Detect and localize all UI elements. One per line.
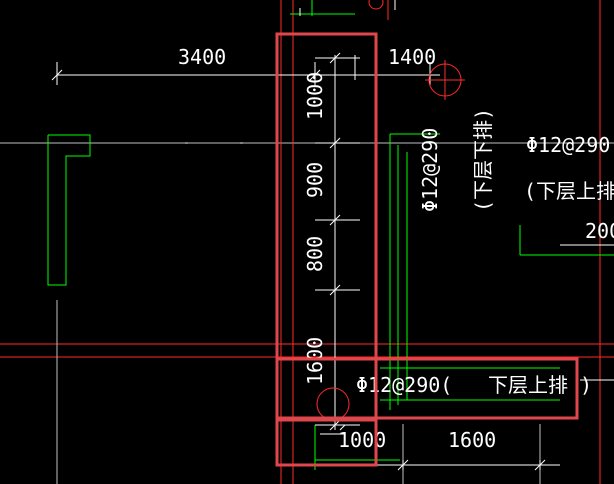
dim-900-vertical: 900 — [303, 162, 327, 198]
dim-1400: 1400 — [388, 45, 436, 69]
rebar-label-vertical: Φ12@290 — [418, 128, 442, 212]
rebar-note-vertical: (下层下排) — [471, 108, 495, 212]
rebar-label-bottom: Φ12@290( — [356, 373, 452, 397]
green-outlines — [47, 0, 614, 470]
column-outline-left — [47, 134, 91, 286]
rebar-note-right: (下层上排 — [524, 179, 614, 203]
dim-3400: 3400 — [178, 45, 226, 69]
dim-800-vertical: 800 — [303, 236, 327, 272]
highlight-boxes — [275, 32, 579, 467]
column-marker-partial — [368, 0, 384, 10]
dim-200-right: 200 — [585, 219, 614, 243]
dimension-texts: 3400 1400 1000 900 800 1600 1000 1600 20… — [178, 45, 614, 452]
column-marker-bottom — [316, 387, 350, 421]
dim-1600-vertical: 1600 — [303, 337, 327, 385]
rebar-annotations: Φ12@290 (下层下排) Φ12@290 (下层上排 Φ12@290( 下层… — [356, 108, 614, 397]
dim-1600-bottom: 1600 — [448, 428, 496, 452]
highlight-box-horizontal — [275, 357, 579, 420]
rebar-note-bottom: 下层上排 ) — [488, 373, 592, 397]
highlight-box-bottom — [275, 418, 378, 467]
dim-1000-vertical: 1000 — [303, 72, 327, 120]
dim-1000-bottom: 1000 — [338, 428, 386, 452]
rebar-label-right: Φ12@290 — [526, 133, 610, 157]
